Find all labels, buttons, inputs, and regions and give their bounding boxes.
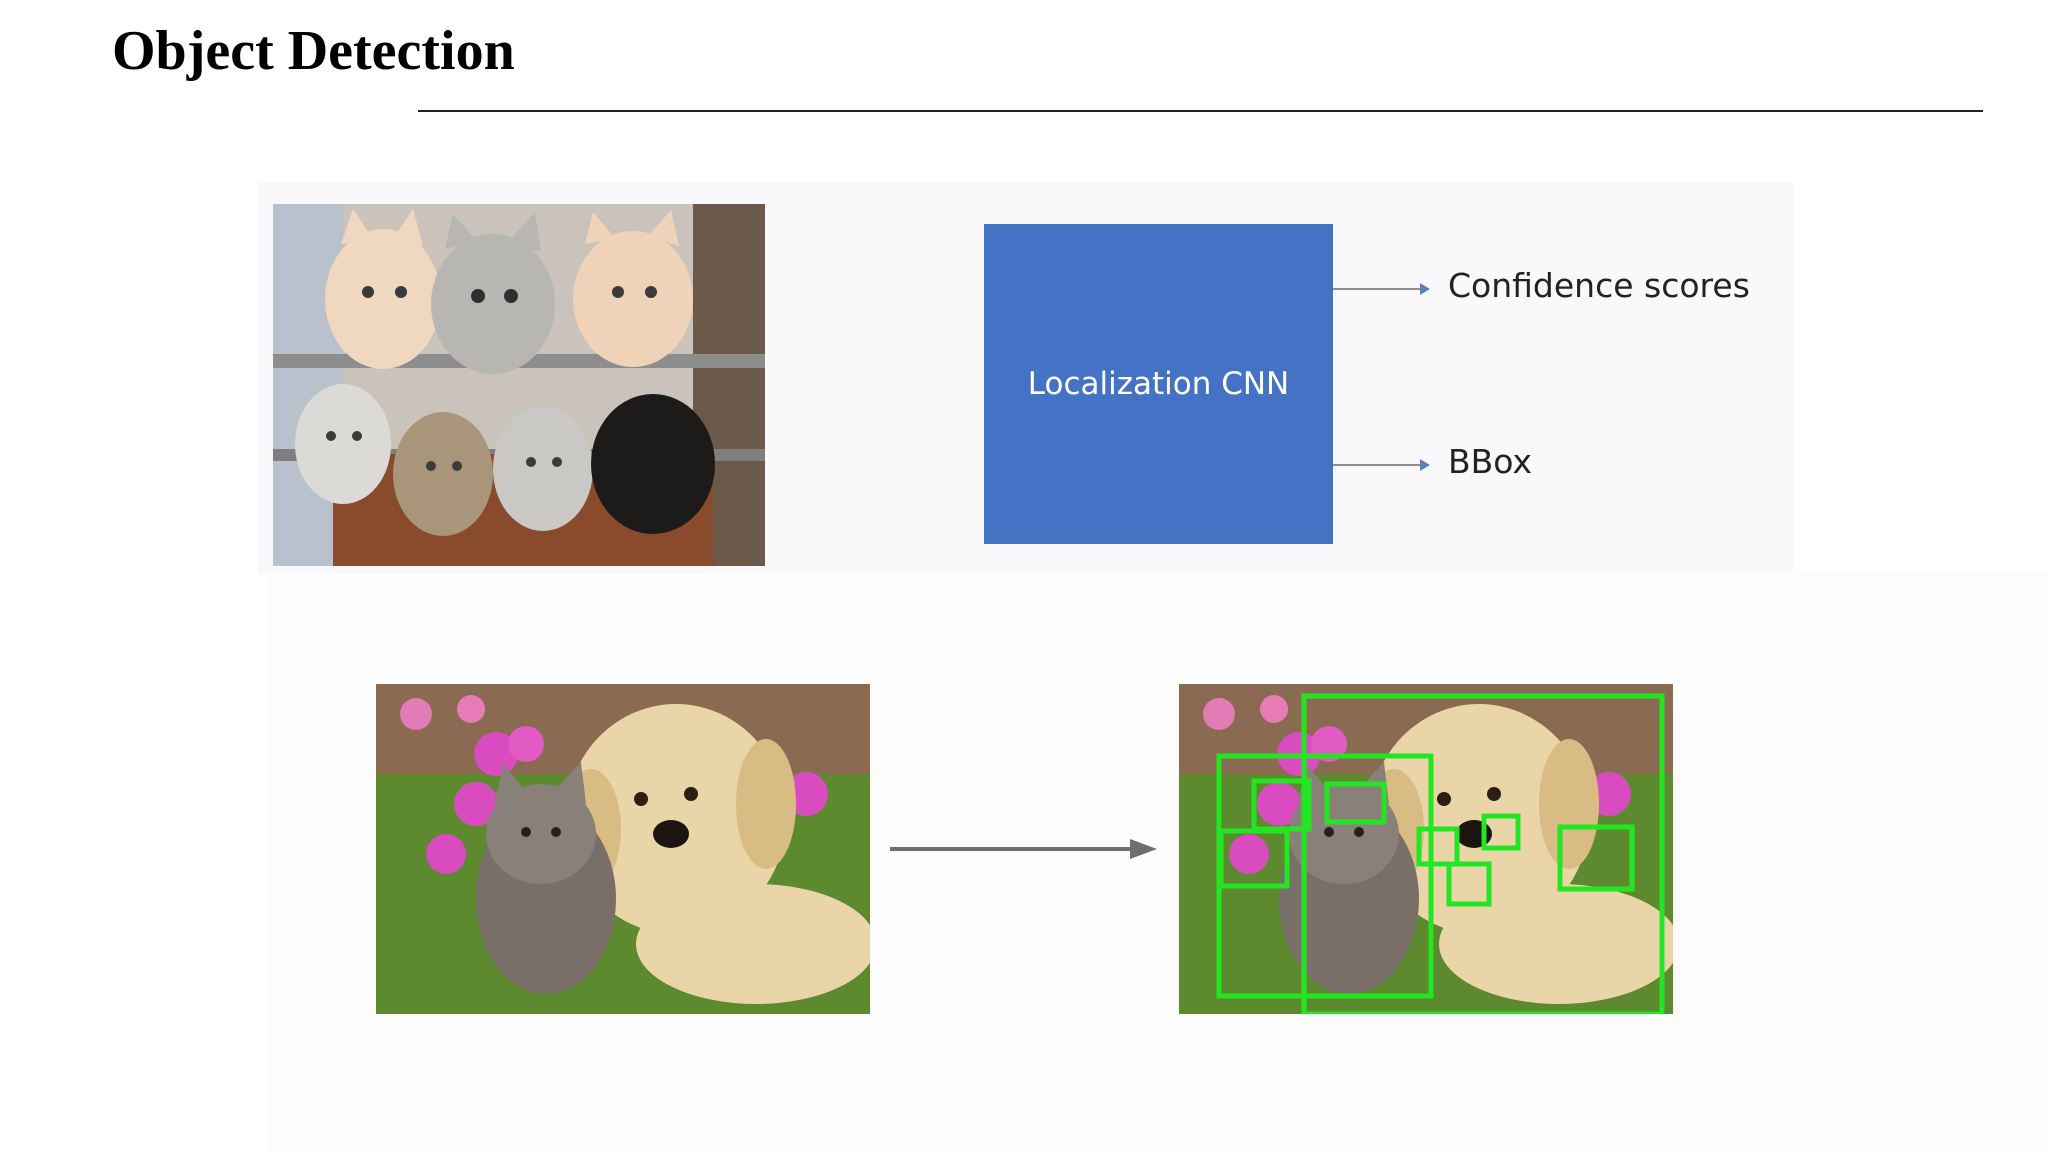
detection-box xyxy=(1446,861,1492,907)
detection-box xyxy=(1218,828,1290,889)
bbox-label: BBox xyxy=(1448,442,1532,481)
detection-box xyxy=(1416,826,1460,867)
cnn-label: Localization CNN xyxy=(1027,366,1290,402)
puppy-and-kitten-photo xyxy=(376,684,870,1014)
detection-box xyxy=(1301,693,1665,1014)
detection-box xyxy=(1481,813,1521,851)
confidence-scores-label: Confidence scores xyxy=(1448,266,1750,305)
puppy-and-kitten-with-boxes xyxy=(1179,684,1673,1014)
localization-cnn-block: Localization CNN xyxy=(984,224,1333,544)
slide-title: Object Detection xyxy=(112,20,515,82)
detection-box xyxy=(1324,781,1387,825)
title-divider xyxy=(418,110,1983,112)
cats-photo xyxy=(273,204,765,566)
detection-box xyxy=(1557,824,1635,892)
